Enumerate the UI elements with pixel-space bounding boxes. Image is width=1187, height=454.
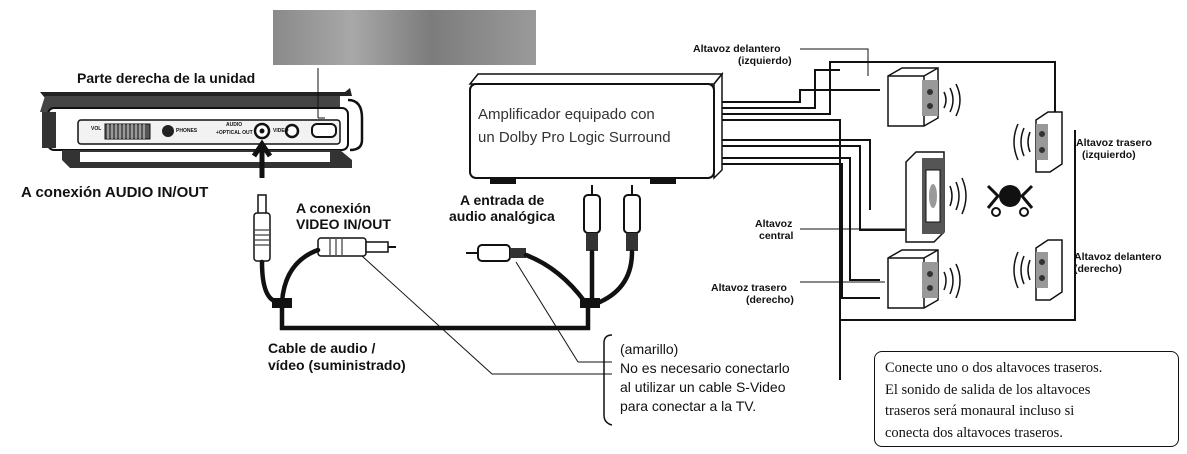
rear-right-label-2: (derecho) (746, 294, 794, 306)
amplifier-box (468, 71, 724, 184)
center-label-2: central (759, 230, 794, 242)
video-connection-label-1: A conexión (296, 200, 371, 216)
note-line-2: El sonido de salida de los altavoces (885, 381, 1091, 398)
yellow-note-line-1: (amarillo) (620, 341, 679, 357)
yellow-note-line-3: al utilizar un cable S-Video (620, 379, 786, 395)
speaker-front-right (1035, 239, 1063, 301)
panel-video-label: VIDEO (273, 128, 289, 134)
arrow-up-icon (251, 139, 273, 178)
sound-waves-icon (943, 263, 961, 299)
cable-label-2: vídeo (suministrado) (268, 357, 406, 373)
rca-plug-right (623, 185, 641, 251)
front-left-label-1: Altavoz delantero (693, 43, 781, 55)
front-left-label-2: (izquierdo) (738, 55, 792, 67)
speaker-center (905, 151, 945, 243)
header-banner (273, 10, 536, 65)
audio-connection-label: A conexión AUDIO IN/OUT (21, 184, 209, 201)
rear-speaker-note: Conecte uno o dos altavoces traseros. El… (874, 351, 1179, 447)
note-line-3: traseros será monaural incluso si (885, 403, 1075, 419)
rear-left-label-2: (izquierdo) (1082, 149, 1136, 161)
analog-input-label-1: A entrada de (460, 192, 545, 208)
speaker-rear-left (1035, 111, 1063, 173)
note-line-4: conecta dos altavoces traseros. (885, 424, 1063, 441)
speaker-front-left (887, 67, 939, 127)
speaker-rear-right (887, 249, 939, 309)
video-plug (317, 237, 396, 257)
note-bracket (603, 334, 613, 426)
front-right-label-1: Altavoz delantero (1074, 251, 1162, 263)
sound-waves-icon (949, 177, 967, 215)
dvd-player-device (40, 88, 364, 168)
panel-phones-label: PHONES (176, 128, 198, 134)
front-right-label-2: (derecho) (1074, 263, 1122, 275)
panel-vol-label: VOL (91, 126, 102, 132)
analog-input-label-2: audio analógica (449, 208, 555, 224)
cable-label-1: Cable de audio / (268, 340, 376, 356)
sound-waves-icon (1013, 251, 1031, 289)
note-line-1: Conecte uno o dos altavoces traseros. (885, 360, 1103, 376)
panel-audio-label-1: AUDIO (226, 122, 243, 128)
rca-plug-yellow (466, 244, 526, 262)
yellow-note-line-4: para conectar a la TV. (620, 398, 757, 414)
video-connection-label-2: VIDEO IN/OUT (296, 216, 391, 232)
center-label-1: Altavoz (755, 218, 793, 230)
sound-waves-icon (943, 83, 961, 117)
amplifier-label: Amplificador equipado con un Dolby Pro L… (478, 103, 671, 149)
amplifier-label-line-1: Amplificador equipado con (478, 106, 655, 123)
amplifier-label-line-2: un Dolby Pro Logic Surround (478, 129, 671, 146)
rear-left-label-1: Altavoz trasero (1076, 137, 1152, 149)
panel-audio-label-2: +OPTICAL OUT (216, 130, 253, 136)
sound-waves-icon (1013, 123, 1031, 161)
rca-plug-left (583, 185, 601, 251)
yellow-note-line-2: No es necesario conectarlo (620, 360, 790, 376)
audio-plug (253, 194, 271, 262)
listener-icon (986, 176, 1034, 217)
rear-right-label-1: Altavoz trasero (711, 282, 787, 294)
unit-side-label: Parte derecha de la unidad (77, 70, 256, 86)
